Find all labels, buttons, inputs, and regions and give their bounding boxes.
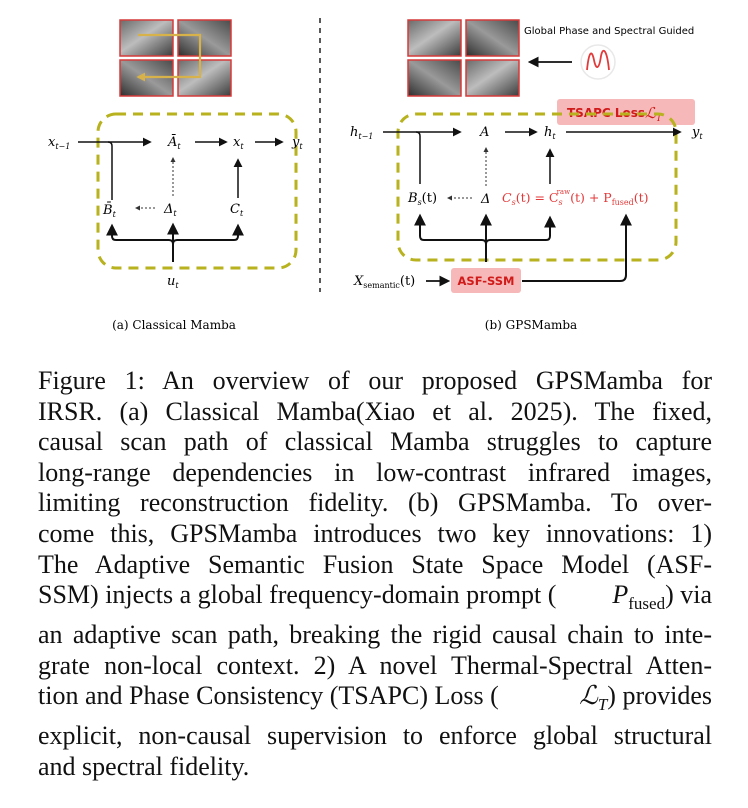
panel-b-caption: (b) GPSMamba bbox=[485, 318, 577, 332]
spectrum-icon bbox=[580, 44, 616, 80]
caption-line: and spectral fidelity. bbox=[38, 751, 250, 781]
infrared-patches-a bbox=[119, 19, 232, 97]
caption-line: come this, GPSMamba introduces two key i… bbox=[38, 518, 712, 548]
x-t-label: xt bbox=[233, 135, 244, 151]
c-t-label: Ct bbox=[230, 202, 244, 218]
a-label: A bbox=[479, 125, 489, 140]
x-semantic-label: Xsemantic(t) bbox=[353, 274, 415, 290]
u-t-label: ut bbox=[167, 274, 179, 290]
b-bar-label: B̄t bbox=[102, 202, 117, 219]
cs-equation: Cs(t) = Csraw(t) + Pfused(t) bbox=[502, 188, 649, 207]
h-t-label: ht bbox=[544, 125, 556, 141]
panel-b: Global Phase and Spectral Guided TSAPC L… bbox=[350, 19, 703, 332]
state-space-block-a bbox=[96, 112, 298, 270]
caption-line: long-range dependencies in low-contrast … bbox=[38, 457, 712, 487]
x-prev-label: xt−1 bbox=[48, 135, 70, 151]
caption-line: grate non-local context. 2) A novel Ther… bbox=[38, 650, 712, 680]
caption-line: SSM) injects a global frequency-domain p… bbox=[38, 580, 712, 614]
caption-line: tion and Phase Consistency (TSAPC) Loss … bbox=[38, 681, 712, 715]
caption-line: limiting reconstruction fidelity. (b) GP… bbox=[38, 488, 712, 518]
svg-text:ASF-SSM: ASF-SSM bbox=[458, 274, 515, 288]
guide-text: Global Phase and Spectral Guided bbox=[524, 26, 694, 37]
caption-line: The Adaptive Semantic Fusion State Space… bbox=[38, 549, 712, 579]
panel-a: xt−1 Āt xt yt B̄t Δt Ct ut (a) Classical… bbox=[48, 19, 303, 332]
panel-a-caption: (a) Classical Mamba bbox=[112, 318, 236, 332]
y-t-label-b: yt bbox=[691, 125, 703, 141]
bs-label: Bs(t) bbox=[407, 191, 437, 207]
caption-line: causal scan path of classical Mamba stru… bbox=[38, 427, 712, 457]
state-space-block-b bbox=[396, 112, 678, 262]
a-bar-label: Āt bbox=[167, 134, 181, 151]
caption-line: an adaptive scan path, breaking the rigi… bbox=[38, 619, 712, 649]
figure-caption: Figure 1: An overview of our proposed GP… bbox=[38, 366, 712, 782]
infrared-patches-b bbox=[407, 19, 520, 97]
caption-line: explicit, non-causal supervision to enfo… bbox=[38, 720, 712, 750]
h-prev-label: ht−1 bbox=[350, 125, 373, 141]
caption-line: IRSR. (a) Classical Mamba(Xiao et al. 20… bbox=[38, 396, 712, 426]
tsapc-loss-badge: TSAPC Loss ℒT bbox=[557, 99, 695, 125]
asf-ssm-badge: ASF-SSM bbox=[451, 268, 521, 293]
figure-1: xt−1 Āt xt yt B̄t Δt Ct ut (a) Classical… bbox=[48, 18, 703, 332]
y-t-label: yt bbox=[291, 135, 303, 151]
svg-text:ℒT: ℒT bbox=[645, 104, 663, 124]
delta-label-b: Δ bbox=[480, 192, 490, 207]
delta-label-a: Δt bbox=[163, 202, 177, 218]
caption-line: Figure 1: An overview of our proposed GP… bbox=[38, 366, 712, 395]
